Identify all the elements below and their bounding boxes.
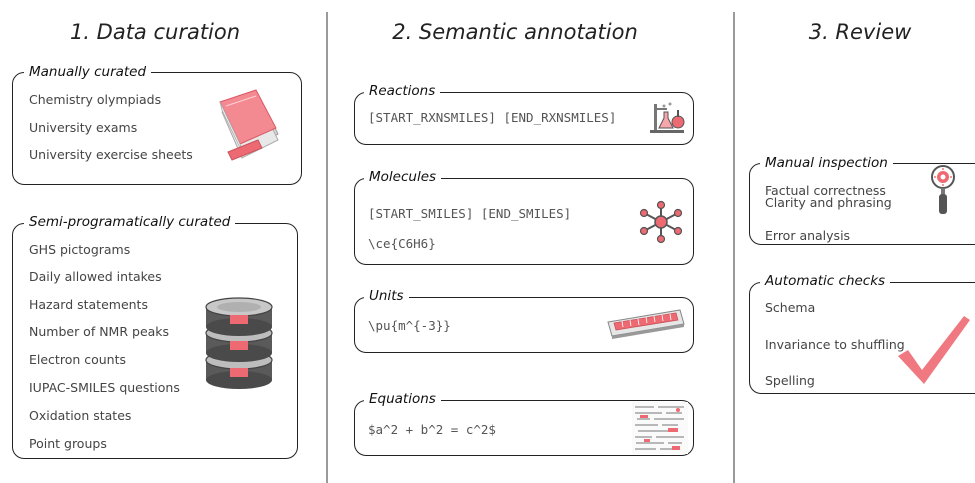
list-item: GHS pictograms (29, 242, 131, 257)
list-item: University exams (29, 120, 138, 135)
list-item: Spelling (765, 373, 815, 388)
units-label: Units (364, 288, 409, 304)
checkmark-icon (898, 316, 970, 384)
column-divider-2 (733, 12, 735, 483)
automatic-checks-box (749, 282, 975, 394)
reactions-token-text: [START_RXNSMILES] [END_RXNSMILES] (368, 110, 617, 125)
textbook-icon (219, 89, 279, 161)
list-item: Factual correctness (765, 183, 886, 198)
list-item: Error analysis (765, 228, 851, 243)
list-item: Chemistry olympiads (29, 92, 162, 107)
molecules-box (354, 178, 694, 265)
molecules-token-text: [START_SMILES] [END_SMILES] (368, 206, 572, 221)
list-item: Daily allowed intakes (29, 269, 162, 284)
database-icon (205, 297, 273, 389)
list-item: Schema (765, 300, 816, 315)
equations-token-text: $a^2 + b^2 = c^2$ (368, 422, 496, 437)
list-item: Number of NMR peaks (29, 324, 170, 339)
reactions-label: Reactions (364, 83, 441, 99)
lab-flask-icon (650, 102, 685, 133)
molecules-formula-text: \ce{C6H6} (368, 236, 436, 251)
reactions-box (354, 92, 694, 145)
list-item: University exercise sheets (29, 147, 193, 162)
ruler-icon (607, 309, 685, 339)
molecule-icon (639, 200, 683, 244)
column-title-data-curation: 1. Data curation (69, 20, 241, 44)
units-token-text: \pu{m^{-3}} (368, 318, 451, 333)
column-title-semantic-annotation: 2. Semantic annotation (392, 20, 638, 44)
magnifier-icon (931, 165, 955, 214)
list-item: Point groups (29, 436, 107, 451)
equations-sheet-icon (632, 402, 688, 454)
molecules-label: Molecules (364, 169, 442, 185)
list-item: IUPAC-SMILES questions (29, 380, 180, 395)
list-item: Oxidation states (29, 408, 132, 423)
list-item: Clarity and phrasing (765, 195, 892, 210)
list-item: Hazard statements (29, 297, 148, 312)
equations-label: Equations (364, 391, 441, 407)
column-divider-1 (326, 12, 328, 483)
list-item: Invariance to shuffling (765, 337, 905, 352)
column-title-review: 3. Review (808, 20, 912, 44)
semi-programmatically-curated-label: Semi-programatically curated (24, 214, 236, 230)
automatic-checks-label: Automatic checks (760, 273, 891, 289)
manually-curated-label: Manually curated (24, 64, 152, 80)
list-item: Electron counts (29, 352, 127, 367)
manual-inspection-label: Manual inspection (760, 155, 893, 171)
